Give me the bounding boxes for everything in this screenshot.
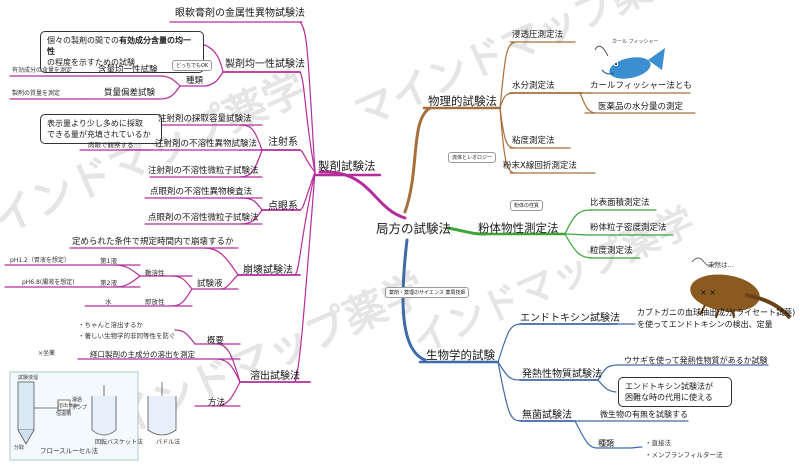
visual-inspection: 肉眼で観察する [88, 141, 134, 149]
content-uniformity-desc: 有効成分の含量を測定 [12, 67, 73, 74]
sterility-types[interactable]: 種類 [598, 439, 614, 448]
disintegration-desc: 定められた条件で規定時間内で崩壊するか [72, 237, 234, 247]
dissolution-method[interactable]: 方法 [208, 398, 226, 408]
no-suppository-tag: ×坐薬 [38, 350, 56, 357]
pyrogen-test[interactable]: 発熱性物質試験法 [522, 369, 602, 380]
oral-dissolution-desc: 経口製剤の主成分の溶出を測定 [90, 350, 195, 359]
svg-text:× ×: × × [700, 288, 716, 297]
overview-line-2: ・著しい生物学的非同等性を防ぐ [78, 332, 176, 340]
injection-group[interactable]: 注射系 [268, 137, 298, 148]
powder-item-density[interactable]: 粉体粒子密度測定法 [590, 223, 667, 233]
edge-root-seizai [318, 170, 407, 220]
horseshoe-crab-illustration: × × [690, 257, 792, 320]
edge-seizai-ointment [299, 21, 316, 173]
physical-tag: 流体とレオロジー [448, 152, 497, 163]
uniformity-test[interactable]: 製剤均一性試験法 [225, 59, 305, 70]
powder-tag: 粉体の性質 [510, 200, 544, 211]
second-fluid-desc: pH6.8(腸液を想定) [22, 279, 75, 286]
content-uniformity-test[interactable]: 含量均一性試験 [98, 65, 158, 75]
drug-water-content: 医薬品の水分量の測定 [598, 102, 684, 112]
edge-seizai-dissolution [294, 171, 316, 383]
water-determination[interactable]: 水分測定法 [512, 81, 555, 91]
overview-line-1: ・ちゃんと溶出するか [78, 321, 143, 329]
immediate-release: 即放性 [145, 298, 165, 306]
label-fluid-tank: 試験液溜 [18, 375, 39, 381]
powder-xrd-test[interactable]: 粉末X線回折測定法 [503, 161, 577, 171]
endotoxin-test[interactable]: エンドトキシン試験法 [520, 313, 620, 324]
powder-item-surface[interactable]: 比表面積測定法 [590, 198, 650, 208]
pyrogen-desc: ウサギを使って発熱性物質があるか試験 [624, 356, 768, 365]
pyrogen-alt-note: エンドトキシン試験法が困難な時の代用に使える [618, 377, 732, 408]
first-fluid-desc: pH1.2（胃液を想定） [10, 257, 70, 264]
powder-item-particle-size[interactable]: 粒度測定法 [590, 246, 633, 256]
fish-illustration [594, 45, 665, 79]
endotoxin-desc-line1: カブトガニの血球抽出成分(ライセート試薬) [637, 308, 796, 317]
endotoxin-desc-line2: を使ってエンドトキシンの検出、定量 [637, 320, 773, 329]
poorly-soluble: 難溶性 [145, 269, 165, 277]
mass-variation-test[interactable]: 質量偏差試験 [104, 88, 156, 98]
paddle-method: パドル法 [156, 439, 181, 446]
test-fluid[interactable]: 試験液 [197, 279, 223, 289]
flow-cell-method: フロースルーセル法 [40, 447, 99, 455]
viscosity-test[interactable]: 粘度測定法 [512, 136, 555, 146]
second-fluid: 第2液 [100, 279, 118, 287]
water-fluid: 水 [105, 298, 112, 306]
label-thermostat: 恒温槽 [56, 411, 72, 417]
mass-variation-desc: 製剤の質量を測定 [12, 90, 61, 97]
edge-uniformity-note [201, 43, 224, 73]
uniformity-types[interactable]: 種類 [186, 76, 204, 86]
edge-seizai-disintegration [294, 171, 316, 276]
uniformity-types-tag: どっちでもOK [172, 60, 213, 71]
branch-physical-label[interactable]: 物理的試験法 [428, 94, 497, 108]
ointment-metal-test[interactable]: 眼軟膏剤の金属性異物試験法 [175, 8, 305, 19]
sterility-test[interactable]: 無菌試験法 [522, 410, 572, 421]
label-filter: 濾過 [72, 397, 83, 403]
edge-root-bio [401, 238, 427, 362]
ophthalmic-item-foreign[interactable]: 点眼剤の不溶性異物検査法 [150, 187, 253, 197]
dissolution-overview[interactable]: 概要 [207, 336, 225, 346]
dissolution-test[interactable]: 溶出試験法 [250, 371, 300, 382]
bio-tag: 薬剤・薬理のサイエンス 薬局技師 [385, 287, 470, 298]
karl-fischer-note: カールフィッシャー法とも [590, 81, 692, 91]
injection-item-volume[interactable]: 注射剤の採取容量試験法 [158, 114, 252, 124]
membrane-method: ・メンブランフィルター法 [645, 451, 723, 459]
basket-method: 回転バスケット法 [95, 439, 144, 446]
edge-uniformity-types [205, 71, 224, 87]
label-fraction: 分取 [14, 445, 25, 451]
branch-seizai-label[interactable]: 製剤試験法 [318, 159, 376, 173]
branch-bio-label[interactable]: 生物学的試験 [426, 348, 495, 362]
sterility-desc: 微生物の有無を試験する [600, 410, 688, 419]
osmotic-pressure-test[interactable]: 浸透圧測定法 [512, 30, 564, 40]
first-fluid: 第1液 [100, 257, 118, 265]
ophthalmic-item-particle[interactable]: 点眼剤の不溶性微粒子試験法 [148, 213, 259, 223]
label-pump: ポンプ [72, 405, 87, 411]
crab-caption: 未然は… [708, 261, 734, 269]
edge-root-physical [403, 106, 432, 214]
injection-item-foreign[interactable]: 注射剤の不溶性異物試験法 [155, 139, 258, 149]
ophthalmic-group[interactable]: 点眼系 [268, 201, 298, 212]
fish-caption: カール フィッシャー [612, 39, 659, 45]
label-vessel: 溶出セル [58, 403, 79, 409]
branch-powder-label[interactable]: 粉体物性測定法 [478, 221, 559, 235]
edge-seizai-uniformity [299, 71, 316, 173]
injection-volume-note: 表示量より少し多めに採取できる量が充填されているか [40, 114, 162, 145]
direct-method: ・直接法 [645, 439, 671, 447]
disintegration-test[interactable]: 崩壊試験法 [243, 265, 293, 276]
root-node[interactable]: 局方の試験法 [376, 221, 452, 236]
injection-item-particle[interactable]: 注射剤の不溶性微粒子試験法 [148, 166, 259, 176]
dissolution-apparatus [9, 371, 177, 461]
